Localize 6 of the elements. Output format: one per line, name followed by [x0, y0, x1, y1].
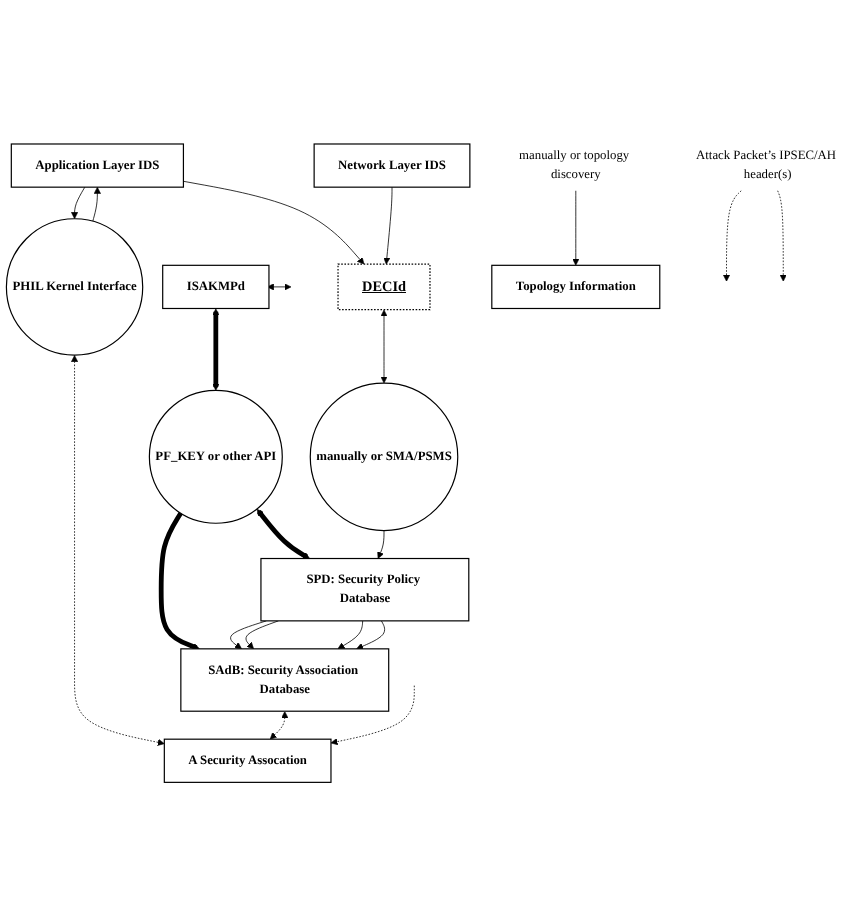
- arrow: [158, 511, 200, 650]
- arrow: [212, 308, 220, 391]
- arrow: [267, 283, 292, 291]
- arrow: [380, 309, 388, 383]
- arrow: [256, 508, 310, 559]
- arrow: [269, 710, 289, 740]
